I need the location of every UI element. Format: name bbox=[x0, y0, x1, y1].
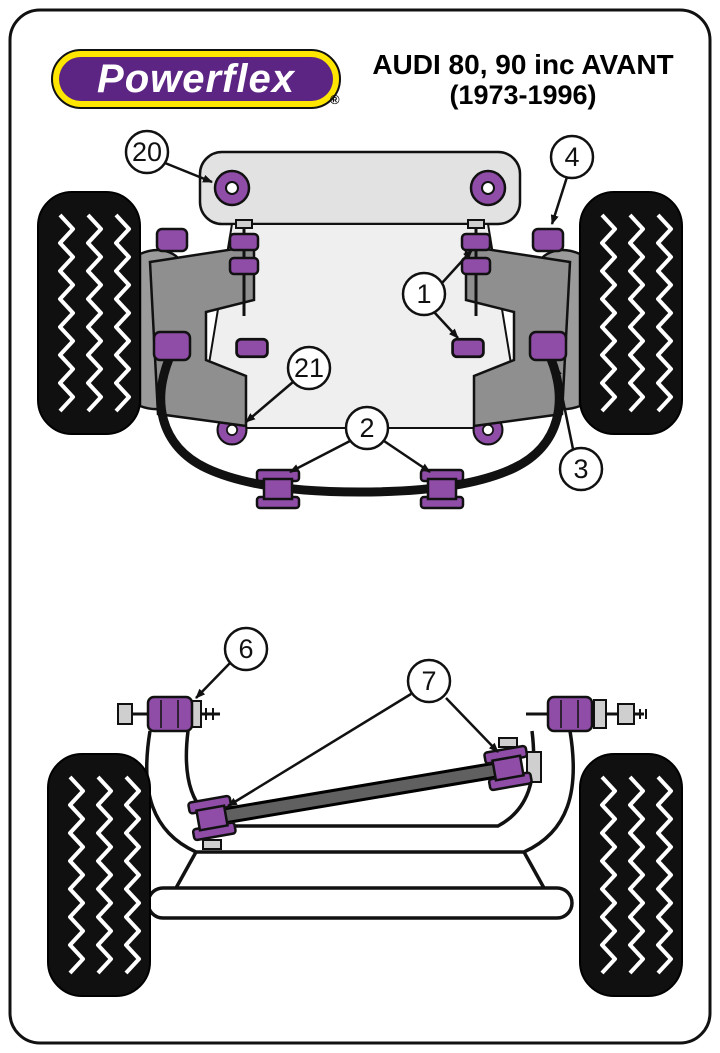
anti-roll-bar-bushing-right bbox=[419, 468, 465, 510]
callout-21: 21 bbox=[245, 345, 332, 423]
callout-21-arrow bbox=[245, 381, 294, 423]
callout-2-label: 2 bbox=[359, 413, 374, 443]
callout-2: 2 bbox=[289, 405, 431, 474]
subframe-front-bushing-right bbox=[469, 169, 507, 207]
subframe-front-bushing-left bbox=[213, 169, 251, 207]
callout-1-label: 1 bbox=[416, 279, 431, 309]
callout-20-arrow bbox=[164, 161, 213, 184]
callout-4: 4 bbox=[549, 134, 595, 225]
callout-3-arrow bbox=[553, 365, 575, 450]
front-left-arm-rear-bushing bbox=[235, 337, 269, 359]
logo-text: Powerflex bbox=[97, 57, 296, 101]
callout-2-arrow-left bbox=[289, 439, 351, 474]
front-right-arm-rear-bushing bbox=[451, 337, 485, 359]
rear-right-tire bbox=[580, 754, 682, 996]
page-title: AUDI 80, 90 inc AVANT (1973-1996) bbox=[372, 49, 673, 110]
callout-4-arrow bbox=[550, 176, 569, 225]
callout-7: 7 bbox=[227, 658, 499, 808]
front-left-outer-upper-bushing bbox=[155, 227, 189, 253]
front-anti-roll-bar bbox=[156, 347, 564, 497]
rear-track-rod bbox=[206, 762, 514, 824]
logo-inner-panel bbox=[59, 57, 333, 101]
callout-1: 1 bbox=[401, 249, 473, 339]
front-left-outer-lower-bushing bbox=[152, 330, 192, 362]
callout-20: 20 bbox=[124, 129, 213, 184]
callout-1-arrow-upper bbox=[441, 249, 473, 284]
registered-mark-icon: ® bbox=[330, 92, 340, 107]
callout-6: 6 bbox=[195, 626, 269, 699]
rear-pivot-bushing-left bbox=[117, 695, 220, 733]
front-right-outer-upper-bushing bbox=[531, 227, 565, 253]
callout-3: 3 bbox=[553, 365, 604, 492]
title-line2: (1973-1996) bbox=[449, 80, 596, 110]
callout-20-label: 20 bbox=[132, 137, 162, 167]
callout-7-arrow-right bbox=[445, 697, 499, 753]
callout-7-label: 7 bbox=[421, 666, 436, 696]
front-right-tire bbox=[580, 192, 682, 434]
callout-1-arrow-lower bbox=[433, 311, 459, 339]
track-rod-mount-left bbox=[186, 794, 238, 850]
callout-6-label: 6 bbox=[238, 634, 253, 664]
front-right-outer-lower-bushing bbox=[528, 330, 568, 362]
front-left-tire bbox=[38, 192, 140, 434]
callout-3-label: 3 bbox=[573, 454, 588, 484]
powerflex-logo: Powerflex ® bbox=[51, 49, 341, 109]
front-left-inner-bushing-stack bbox=[228, 219, 260, 316]
title-line1: AUDI 80, 90 inc AVANT bbox=[372, 49, 673, 80]
rear-suspension-diagram: 6 7 bbox=[48, 626, 682, 996]
callout-4-label: 4 bbox=[564, 142, 579, 172]
rear-pivot-bushing-right bbox=[526, 695, 647, 733]
callout-21-label: 21 bbox=[294, 353, 324, 383]
track-rod-mount-right bbox=[482, 737, 542, 792]
rear-axle-connector-left bbox=[174, 851, 198, 889]
rear-left-tire bbox=[48, 754, 150, 996]
front-suspension-diagram: 20 4 1 21 2 3 bbox=[38, 129, 682, 510]
callout-7-arrow-left bbox=[227, 692, 412, 808]
callout-2-arrow-right bbox=[383, 439, 431, 474]
front-right-inner-bushing-stack bbox=[460, 219, 492, 316]
anti-roll-bar-bushing-left bbox=[255, 468, 301, 510]
callout-6-arrow bbox=[195, 662, 231, 699]
rear-axle-connector-right bbox=[522, 851, 546, 889]
